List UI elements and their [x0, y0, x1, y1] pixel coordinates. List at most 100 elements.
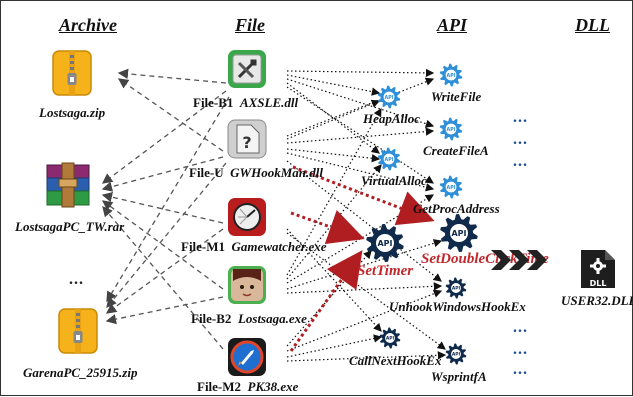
- api-gear-icon-writefile: API: [439, 63, 463, 87]
- file-id: File-U: [189, 165, 224, 180]
- dll-file-icon: DLL: [581, 250, 615, 288]
- edge-u-zip2: [106, 162, 227, 309]
- api-ellipsis: ...: [513, 361, 528, 378]
- api-gear-text: API: [384, 157, 393, 163]
- file-name: AXSLE.dll: [239, 95, 299, 110]
- tools-app-icon: [228, 50, 266, 88]
- edge-m2-callnext: [286, 334, 383, 358]
- api-gear-text: API: [446, 127, 455, 133]
- file-id: File-M1: [181, 239, 226, 254]
- file-name: Lostsaga.exe: [237, 311, 307, 326]
- edge-u-dbl-red: [292, 165, 435, 226]
- api-gear-icon-callnexthookex: API: [379, 327, 401, 349]
- edge-b2-virtualalloc: [286, 164, 382, 280]
- archive-label-lostsaga-zip: Lostsaga.zip: [39, 105, 106, 120]
- file-id: File-B1: [193, 95, 234, 110]
- api-gear-text: API: [386, 336, 395, 342]
- api-label-callnexthookex: CallNextHookEx: [349, 353, 442, 368]
- api-gear-text: API: [446, 73, 455, 79]
- file-label-m1: File-M1 Gamewatcher.exe: [181, 239, 327, 255]
- dll-badge-text: DLL: [590, 279, 607, 288]
- game-character-icon: [228, 266, 266, 304]
- edge-b1-getproc: [286, 86, 435, 184]
- file-label-b1: File-B1 AXSLE.dll: [193, 95, 298, 111]
- rar-archive-icon: [46, 162, 90, 208]
- header-api: API: [437, 15, 468, 35]
- edge-m2-rar: [102, 206, 224, 350]
- file-id: File-B2: [191, 311, 232, 326]
- edge-u-heapalloc: [286, 99, 381, 140]
- api-gear-text: API: [384, 95, 393, 101]
- edge-u-zip1: [117, 78, 224, 152]
- edge-b2-unhook: [286, 282, 443, 294]
- edge-b1-createfile: [286, 78, 435, 128]
- archive-label-garenapc-zip: GarenaPC_25915.zip: [23, 365, 138, 380]
- edge-m1-settimer-red: [290, 210, 365, 244]
- api-ellipsis: ...: [513, 109, 528, 126]
- archive-ellipsis: ...: [69, 271, 84, 288]
- triple-chevron-arrow-icon: [491, 250, 547, 270]
- edge-b1-virtualalloc: [286, 82, 380, 154]
- api-gear-text: API: [452, 286, 461, 292]
- header-archive: Archive: [59, 15, 117, 35]
- archive-file-edges: [101, 68, 230, 350]
- api-gear-text: API: [446, 185, 455, 191]
- edge-b1-writefile: [286, 68, 435, 78]
- archive-label-lostsagapc-rar: LostsagaPC_TW.rar: [15, 219, 125, 234]
- gauge-app-icon: [228, 198, 266, 236]
- file-label-u: File-U GWHookMan.dll: [189, 165, 323, 181]
- api-gear-icon-createfilea: API: [439, 117, 463, 141]
- edge-m1-rar: [101, 192, 224, 224]
- edge-u-rar: [101, 156, 224, 192]
- unknown-file-icon: ?: [227, 119, 267, 159]
- api-label-heapalloc: HeapAlloc: [363, 111, 421, 126]
- api-gear-icon-heapalloc: API: [377, 85, 401, 109]
- edge-b2-dbl: [286, 239, 443, 290]
- file-id: File-M2: [197, 379, 242, 394]
- zip-archive-icon: [52, 50, 92, 96]
- edge-u-createfile: [286, 127, 435, 144]
- dll-label-user32: USER32.DLL: [561, 293, 633, 308]
- api-gear-text: API: [452, 352, 461, 358]
- edge-u-unhook: [286, 160, 442, 282]
- edge-b2-zip2: [105, 296, 224, 325]
- edge-b1-zip2: [106, 96, 230, 303]
- edge-u-virtualalloc: [286, 148, 381, 163]
- file-label-m2: File-M2 PK38.exe: [197, 379, 298, 395]
- api-gear-icon-getprocaddress: API: [439, 175, 463, 199]
- edge-m1-zip2: [105, 228, 224, 314]
- header-file: File: [235, 15, 265, 35]
- api-label-writefile: WriteFile: [431, 89, 482, 104]
- api-gear-icon-unhookwindowshookex: API: [445, 277, 467, 299]
- file-label-b2: File-B2 Lostsaga.exe: [191, 311, 307, 327]
- file-name: Gamewatcher.exe: [231, 239, 327, 254]
- edge-u-writefile: [286, 77, 435, 137]
- api-label-unhookwindowshookex: UnhookWindowsHookEx: [389, 299, 526, 314]
- api-ellipsis: ...: [513, 153, 528, 170]
- api-label-virtualalloc: VirtualAlloc: [361, 173, 427, 188]
- rocket-app-icon: [228, 338, 266, 376]
- api-ellipsis: ...: [513, 131, 528, 148]
- api-gear-icon-wsprintfa: API: [445, 343, 467, 365]
- edge-m2-settimer: [286, 250, 372, 347]
- api-ellipsis: ...: [513, 341, 528, 358]
- api-label-createfilea: CreateFileA: [423, 143, 489, 158]
- api-label-getprocaddress: GetProcAddress: [413, 201, 500, 216]
- file-api-edges: [286, 68, 447, 362]
- edge-b1-heapalloc: [286, 74, 381, 96]
- api-ellipsis: ...: [513, 319, 528, 336]
- zip-archive-icon: [58, 308, 98, 354]
- svg-text:?: ?: [242, 133, 251, 152]
- api-gear-icon-settimer: API: [366, 224, 404, 262]
- api-label-wsprintfa: WsprintfA: [431, 369, 487, 384]
- edge-u-getproc: [286, 152, 435, 192]
- api-gear-icon-virtualalloc: API: [377, 147, 401, 171]
- api-gear-icon-setdoubleclicktime: API: [440, 214, 478, 252]
- file-name: PK38.exe: [247, 379, 299, 394]
- api-label-settimer: SetTimer: [357, 263, 414, 279]
- header-dll: DLL: [575, 15, 610, 35]
- edge-b2-rar: [101, 200, 224, 290]
- api-gear-text: API: [451, 229, 466, 238]
